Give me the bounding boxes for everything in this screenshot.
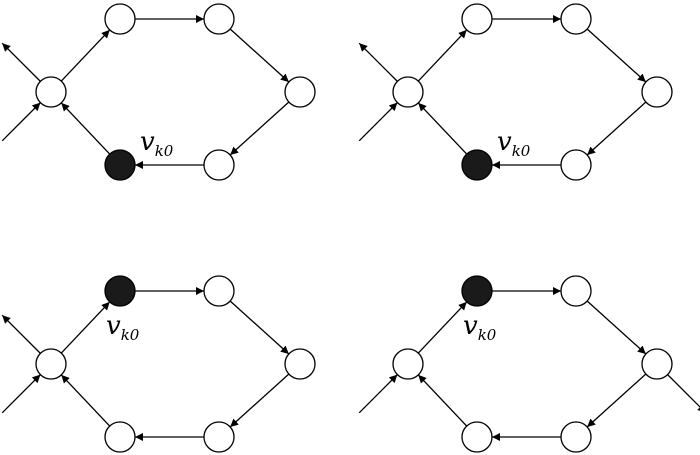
edge-arrow-c-d <box>229 300 290 355</box>
stub-arrow-out <box>1 314 41 354</box>
panel-nodes <box>35 3 316 181</box>
edge-arrow-d-e <box>586 101 647 156</box>
node <box>392 76 424 108</box>
node <box>641 76 673 108</box>
edge-arrow-f-a <box>417 374 468 427</box>
panel-bottom-right: vk0 <box>358 275 700 453</box>
edge-arrow-a-b <box>417 301 468 354</box>
edge-arrow-a-b <box>60 29 111 82</box>
edge-arrow-c-d <box>586 300 647 355</box>
stub-arrow-in <box>1 102 41 142</box>
node <box>560 3 592 35</box>
node <box>560 275 592 307</box>
node <box>203 3 235 35</box>
node <box>203 421 235 453</box>
panel-top-right: vk0 <box>358 3 673 181</box>
node-label-vk0: vk0 <box>106 311 140 344</box>
panel-edges <box>1 15 290 169</box>
edge-arrow-d-e <box>586 373 647 428</box>
label-subscript: k0 <box>512 142 531 160</box>
node <box>461 421 493 453</box>
panel-nodes <box>392 275 673 453</box>
label-main: v <box>140 127 155 157</box>
node-marked <box>104 149 136 181</box>
label-main: v <box>463 311 478 341</box>
stub-arrow-out <box>358 42 398 82</box>
edge-arrow-d-e <box>229 373 290 428</box>
stub-arrow-in <box>358 374 398 414</box>
edge-arrow-f-a <box>417 102 468 155</box>
label-main: v <box>497 127 512 157</box>
node <box>461 3 493 35</box>
panel-edges <box>358 287 700 441</box>
node-marked <box>104 275 136 307</box>
node <box>284 76 316 108</box>
node <box>392 348 424 380</box>
node-label-vk0: vk0 <box>140 127 174 160</box>
label-subscript: k0 <box>121 326 140 344</box>
node <box>560 149 592 181</box>
node <box>560 421 592 453</box>
node <box>104 421 136 453</box>
stub-arrow-in <box>358 102 398 142</box>
edge-arrow-f-a <box>60 102 111 155</box>
node <box>284 348 316 380</box>
edge-arrow-a-b <box>417 29 468 82</box>
stub-arrow-in <box>1 374 41 414</box>
stub-arrow-out <box>1 42 41 82</box>
stub-arrow-out <box>667 374 700 413</box>
node-marked <box>461 149 493 181</box>
node <box>35 76 67 108</box>
edge-arrow-d-e <box>229 101 290 156</box>
edge-arrow-f-a <box>60 374 111 427</box>
label-subscript: k0 <box>155 142 174 160</box>
panel-edges <box>1 287 290 441</box>
edge-arrow-c-d <box>229 28 290 83</box>
node-marked <box>461 275 493 307</box>
node-label-vk0: vk0 <box>463 311 497 344</box>
label-subscript: k0 <box>478 326 497 344</box>
edge-arrow-a-b <box>60 301 111 354</box>
node <box>641 348 673 380</box>
label-main: v <box>106 311 121 341</box>
panel-bottom-left: vk0 <box>1 275 316 453</box>
node <box>203 149 235 181</box>
node <box>203 275 235 307</box>
node <box>35 348 67 380</box>
edge-arrow-c-d <box>586 28 647 83</box>
panel-edges <box>358 15 647 169</box>
panel-top-left: vk0 <box>1 3 316 181</box>
panel-nodes <box>35 275 316 453</box>
panel-nodes <box>392 3 673 181</box>
node <box>104 3 136 35</box>
node-label-vk0: vk0 <box>497 127 531 160</box>
